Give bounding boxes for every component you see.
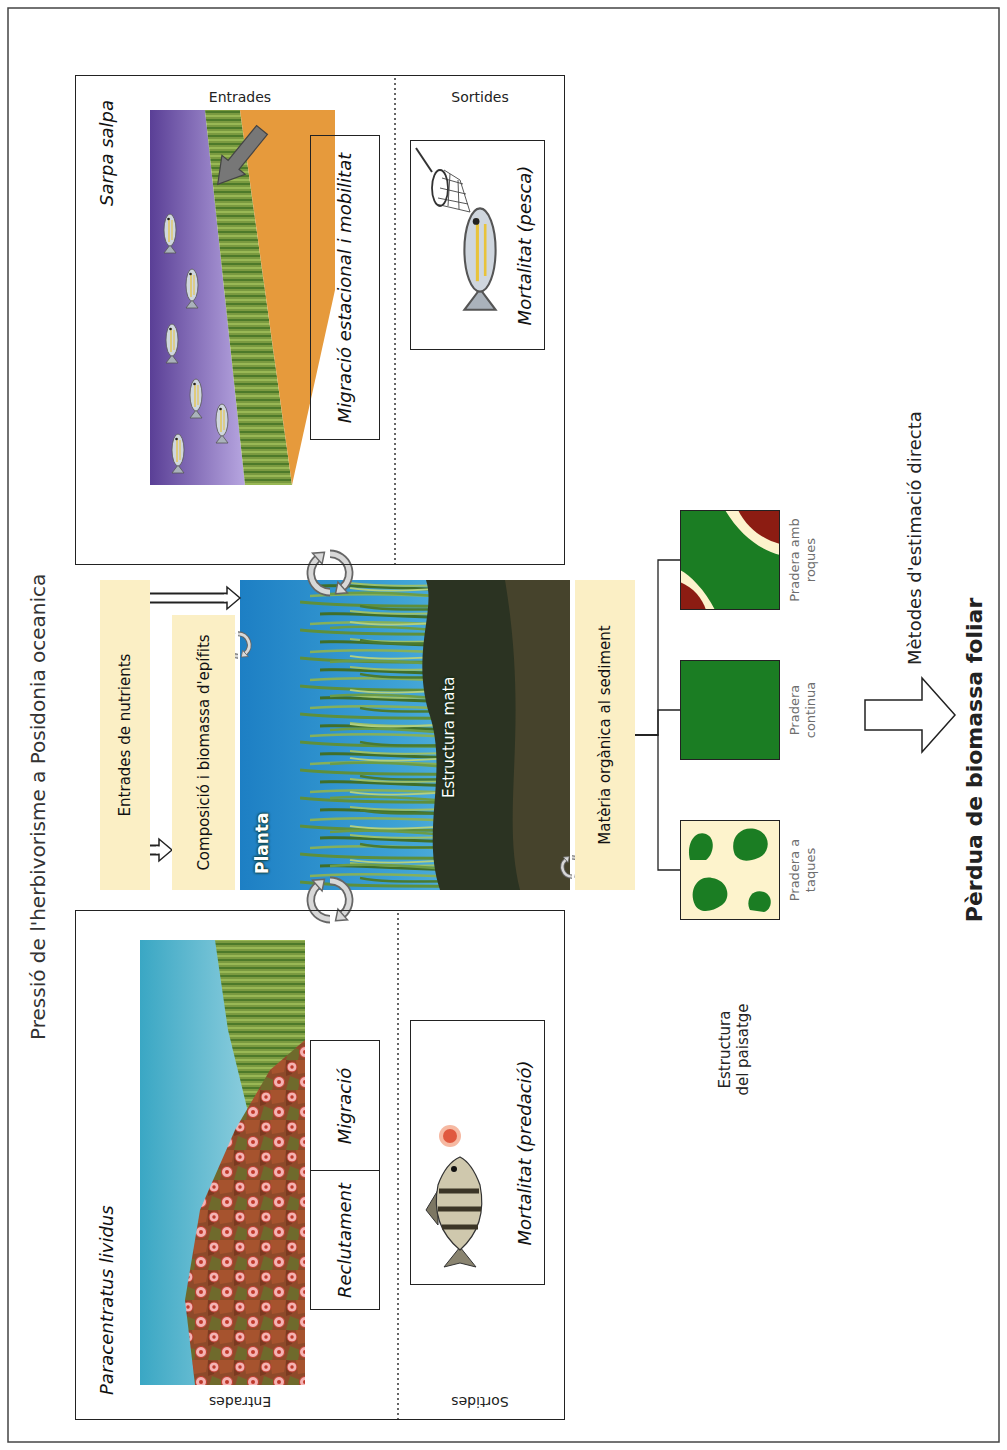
bracket-line	[635, 735, 680, 870]
section-label: Entrades	[209, 89, 271, 106]
dotted-divider	[397, 910, 399, 1420]
rock-patch	[738, 510, 780, 544]
continuous-meadow	[680, 660, 780, 760]
fish-band	[439, 1189, 479, 1194]
migration-arrow-shape	[206, 121, 273, 194]
sea-water	[140, 940, 305, 1385]
urchin-halo	[439, 1125, 461, 1147]
factor-band: Composició i biomassa d'epífits	[172, 615, 235, 890]
note-label: Estructura del paisatge	[716, 997, 752, 1102]
block-arrow	[865, 678, 955, 752]
fish-band	[442, 1225, 478, 1230]
bracket-path	[635, 735, 680, 870]
rocky-meadow	[680, 510, 780, 610]
salema-fish	[166, 324, 178, 363]
page-frame	[8, 8, 999, 1442]
patchy-meadow	[680, 820, 780, 920]
meadow-patch	[733, 829, 768, 861]
migration-arrow	[206, 121, 273, 194]
square-caption: Pradera amb roques	[787, 515, 818, 605]
exchange-cycle	[311, 552, 349, 594]
note-label: Mètodes d'estimació directa	[904, 411, 926, 665]
species-name: Paracentratus lividus	[96, 935, 117, 1395]
salema-fish	[186, 269, 198, 308]
arrow-fill	[150, 595, 227, 602]
process-box: Migració estacional i mobilitat	[310, 136, 380, 441]
sand-ground	[680, 510, 780, 610]
fish-eye	[451, 1166, 457, 1172]
node-text: Estructura mata	[440, 677, 458, 799]
salema-fish	[164, 214, 176, 253]
flow-arrow	[150, 587, 240, 609]
meadow-patch	[748, 891, 770, 912]
section-label: Sortides	[451, 1394, 508, 1411]
urchin-prey	[443, 1129, 457, 1143]
bracket-line	[635, 560, 680, 735]
salema-fish	[190, 379, 202, 418]
meadow-patch	[689, 833, 713, 860]
arrow-joint	[156, 847, 161, 854]
sand-ground	[680, 820, 780, 920]
process-box: Mortalitat (pesca)	[410, 141, 545, 351]
meadow-patch	[693, 878, 728, 911]
section-label: Entrades	[209, 1394, 271, 1411]
process-box: Migració	[310, 1041, 380, 1172]
landscape-square: Pradera amb roques	[680, 510, 780, 610]
node-text: Matèria orgànica al sediment	[596, 625, 614, 844]
sea-urchin-scene	[140, 940, 305, 1385]
salema-fish	[464, 208, 495, 309]
plant-photo: Planta Estructura mata	[240, 580, 570, 890]
diagram-title: Pressió de l'herbivorisme a Posidonia oc…	[26, 574, 50, 1040]
predator-fish	[426, 1157, 482, 1267]
factor-band: Matèria orgànica al sediment	[575, 580, 635, 890]
process-box: Mortalitat (predació)	[410, 1021, 545, 1286]
landscape-square: Pradera a taques	[680, 820, 780, 920]
seagrass-photo	[240, 580, 570, 890]
fish-body	[436, 1157, 481, 1250]
meadow-patch	[680, 510, 780, 610]
caught-fish	[464, 208, 495, 309]
bracket-path	[635, 560, 680, 735]
square-caption: Pradera a taques	[787, 838, 818, 902]
flow-arrow	[150, 839, 172, 861]
landscape-square: Pradera continua	[680, 660, 780, 760]
dotted-divider	[394, 75, 396, 565]
photo-water	[240, 580, 570, 890]
outcome-label: Pèrdua de biomassa foliar	[962, 598, 988, 922]
net-ring	[432, 170, 448, 206]
exchange-cycle	[311, 879, 349, 921]
fishing-net-fish	[416, 148, 496, 310]
arrow-joint	[224, 595, 229, 602]
square-caption: Pradera continua	[787, 678, 818, 742]
rock-patch	[680, 582, 706, 610]
factor-band: Entrades de nutrients	[100, 580, 150, 890]
node-text: Composició i biomassa d'epífits	[195, 634, 213, 870]
salema-fish	[216, 404, 228, 443]
node-text: Migració	[334, 1068, 356, 1144]
sand-floor	[240, 110, 335, 485]
salema-fish	[172, 434, 184, 473]
species-panel: Paracentratus lividusReclutament Migració…	[75, 910, 565, 1420]
species-name: Sarpa salpa	[96, 100, 117, 540]
urchin-rocks	[185, 1040, 305, 1385]
node-text: Mortalitat (pesca)	[514, 166, 536, 326]
arrow-outline	[150, 593, 227, 604]
node-text: Migració estacional i mobilitat	[334, 153, 356, 423]
section-label: Sortides	[451, 89, 508, 106]
node-text: Mortalitat (predació)	[514, 1060, 536, 1245]
net-handle	[416, 148, 432, 172]
node-text: Entrades de nutrients	[116, 654, 134, 817]
photo-sediment	[505, 580, 570, 890]
species-panel: Sarpa salpa Migració estacional i mobilit…	[75, 75, 565, 565]
salema-scene	[150, 110, 335, 485]
photo-matte	[422, 580, 570, 890]
node-text: Reclutament	[334, 1183, 356, 1298]
node-text: Planta	[252, 813, 272, 874]
fish-band	[438, 1207, 481, 1212]
process-box: Reclutament	[310, 1171, 380, 1311]
